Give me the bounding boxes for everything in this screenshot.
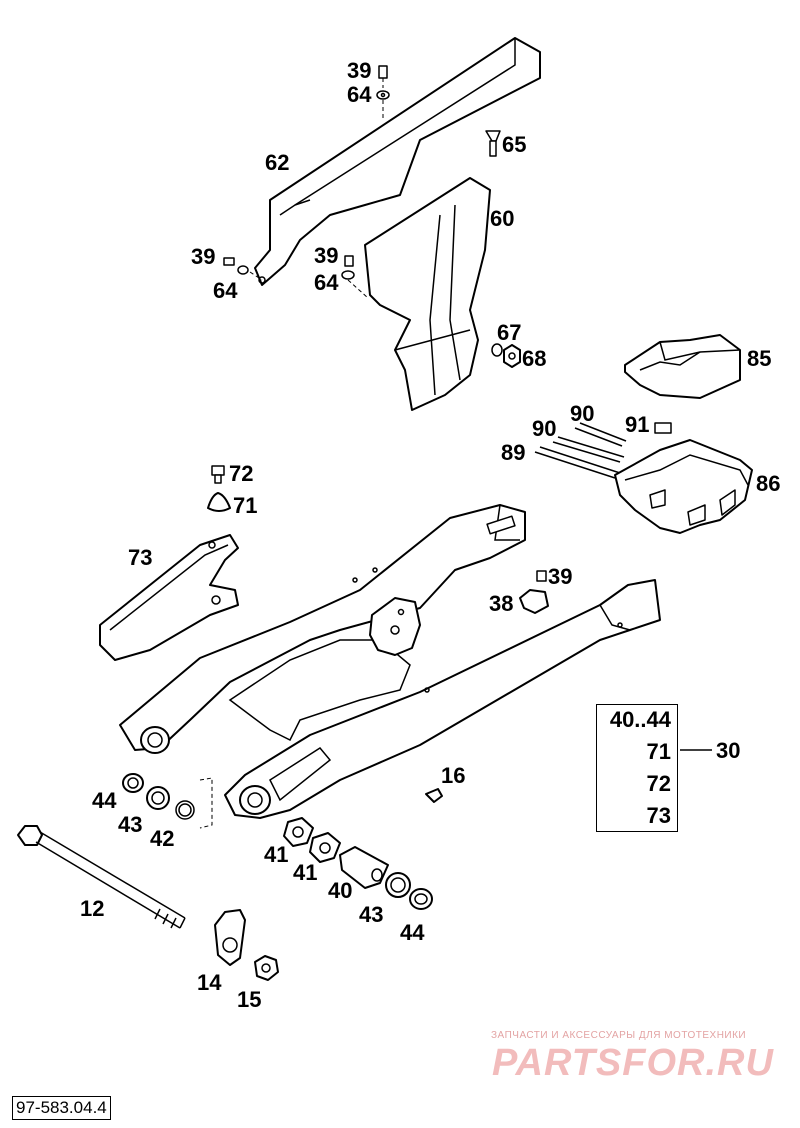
callout-68: 68 (522, 346, 546, 371)
callout-89: 89 (501, 440, 525, 465)
callout-67: 67 (497, 320, 521, 345)
callout-12: 12 (80, 896, 104, 921)
swingarm-frame (119, 504, 661, 819)
small-hardware-group (223, 65, 521, 368)
kit-item-71: 71 (646, 739, 671, 764)
kit-contents-box: 40..44 71 72 73 (596, 704, 678, 832)
callout-16: 16 (441, 763, 465, 788)
callout-65: 65 (502, 132, 526, 157)
callout-41-first: 41 (264, 842, 288, 867)
callout-72: 72 (229, 461, 253, 486)
chain-guide-part (614, 439, 753, 534)
plug-part (425, 788, 443, 803)
callout-60: 60 (490, 206, 514, 231)
axle-plate (214, 909, 246, 966)
kit-item-73: 73 (646, 803, 671, 828)
callout-44-right: 44 (400, 920, 425, 945)
callout-14: 14 (197, 970, 222, 995)
callout-71: 71 (233, 493, 257, 518)
callout-90-lower: 90 (532, 416, 556, 441)
chain-guard-lower-part (364, 177, 491, 411)
slider-screw-and-washer (207, 465, 231, 512)
callout-64-left: 64 (213, 278, 238, 303)
callout-labels: 39 64 65 62 60 39 64 39 64 67 68 85 90 9… (80, 58, 780, 1012)
watermark-caption: ЗАПЧАСТИ И АКСЕССУАРЫ ДЛЯ МОТОТЕХНИКИ (491, 1030, 747, 1041)
brake-hose-clip (519, 570, 549, 614)
swingarm-axle (17, 825, 186, 929)
callout-39-clip: 39 (548, 564, 572, 589)
bearing-set-left (122, 773, 213, 829)
chain-slider-part (99, 534, 239, 661)
callout-62: 62 (265, 150, 289, 175)
bearing-set-right (283, 817, 433, 910)
document-code: 97-583.04.4 (12, 1096, 111, 1120)
callout-39-mid: 39 (314, 243, 338, 268)
callout-15: 15 (237, 987, 261, 1012)
callout-30: 30 (716, 738, 740, 763)
callout-42: 42 (150, 826, 174, 851)
callout-43-right: 43 (359, 902, 383, 927)
axle-nut (254, 955, 279, 981)
callout-64-top: 64 (347, 82, 372, 107)
watermark-logo: PARTSFOR.RU (492, 1042, 774, 1084)
callout-41-second: 41 (293, 860, 317, 885)
kit-item-72: 72 (646, 771, 671, 796)
kit-item-40-44: 40..44 (609, 707, 671, 732)
callout-39-top: 39 (347, 58, 371, 83)
callout-64-mid: 64 (314, 270, 339, 295)
callout-38: 38 (489, 591, 513, 616)
callout-90-upper: 90 (570, 401, 594, 426)
callout-85: 85 (747, 346, 771, 371)
chain-guide-bolts (534, 422, 672, 479)
chain-guard-upper-part (254, 37, 541, 286)
chain-guide-cover-part (624, 334, 741, 399)
callout-39-left: 39 (191, 244, 215, 269)
callout-40: 40 (328, 878, 352, 903)
callout-73: 73 (128, 545, 152, 570)
callout-44-left: 44 (92, 788, 117, 813)
callout-86: 86 (756, 471, 780, 496)
callout-43-left: 43 (118, 812, 142, 837)
callout-91: 91 (625, 412, 649, 437)
